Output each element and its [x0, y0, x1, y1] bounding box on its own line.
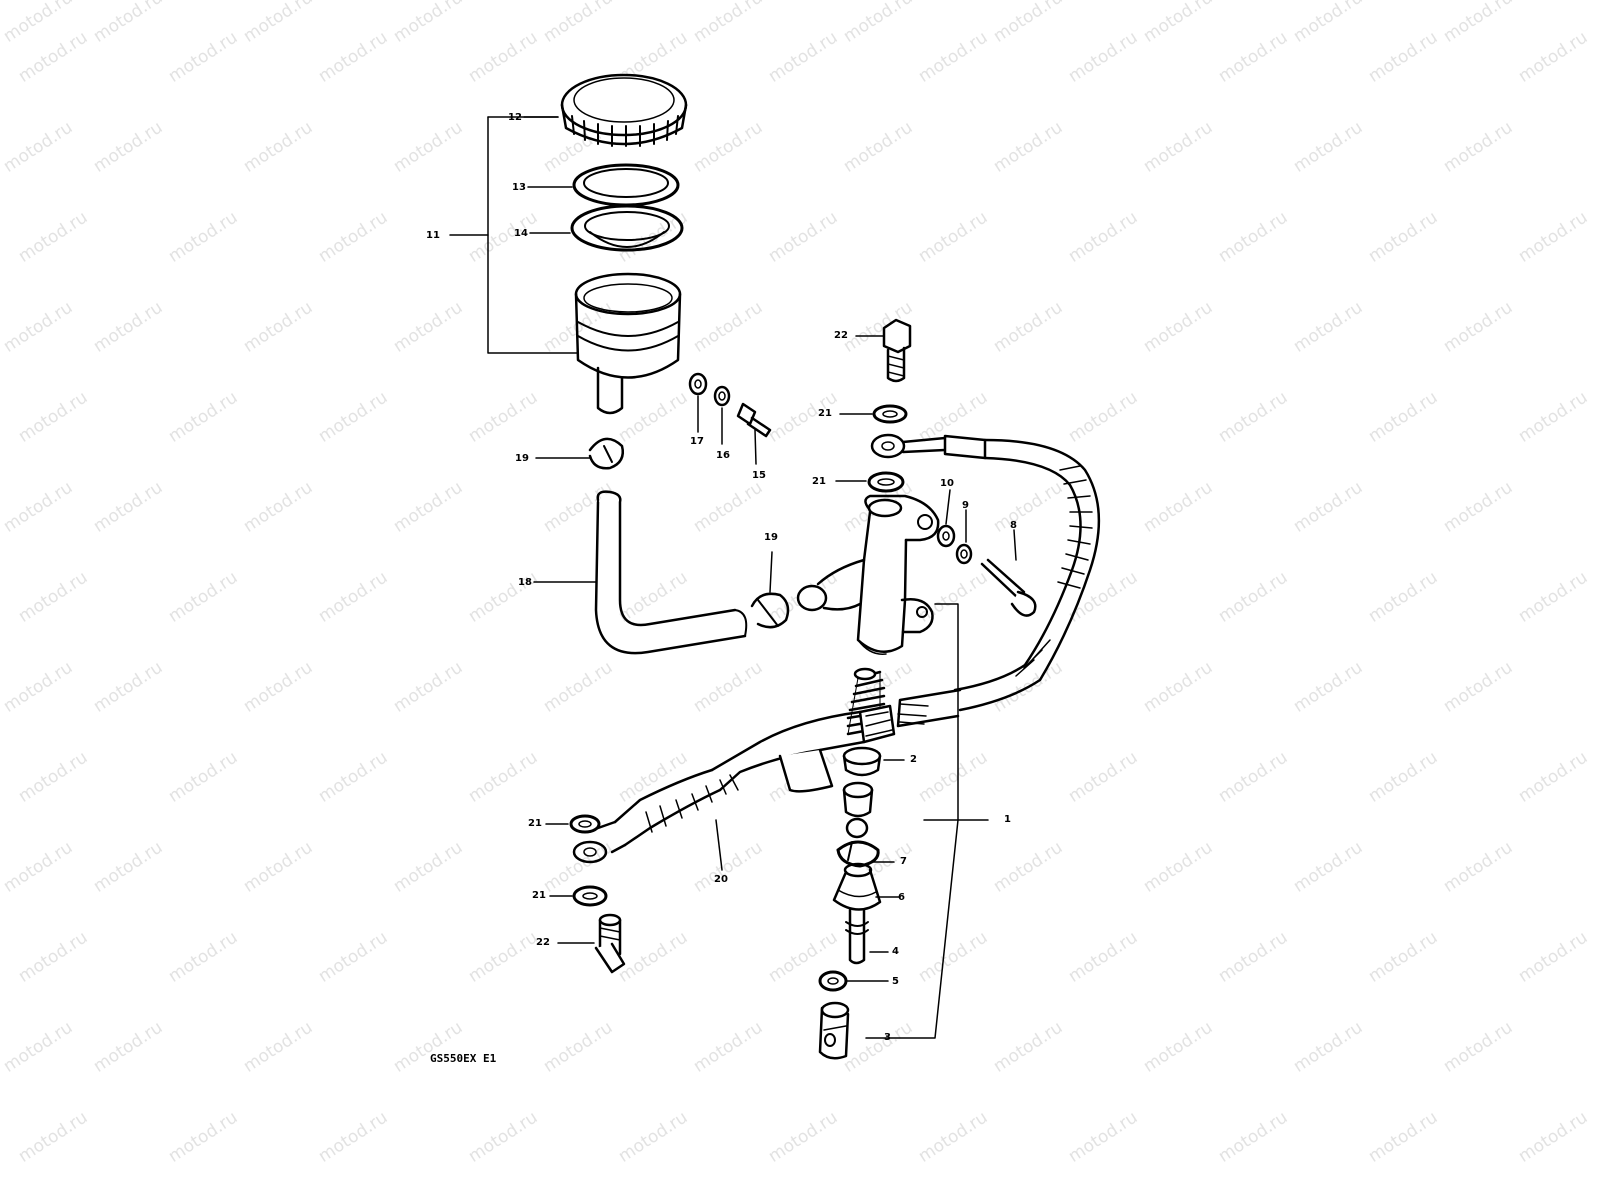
clevis — [818, 1001, 850, 1060]
callout-1: 1 — [1004, 814, 1011, 825]
callout-9: 9 — [962, 500, 969, 511]
diagram-code: GS550EX E1 — [430, 1052, 497, 1065]
callout-8: 8 — [1010, 520, 1017, 531]
callout-22-upper: 22 — [834, 330, 848, 341]
push-rod — [845, 908, 869, 965]
callout-18: 18 — [518, 577, 532, 588]
callout-21-d: 21 — [532, 890, 546, 901]
callout-2: 2 — [910, 754, 917, 765]
callout-19-lower: 19 — [764, 532, 778, 543]
piston-head — [845, 817, 869, 839]
copper-washer — [867, 471, 905, 493]
piston-cup — [842, 746, 882, 777]
callout-16: 16 — [716, 450, 730, 461]
circlip — [836, 840, 880, 868]
callout-7: 7 — [900, 856, 907, 867]
washers-and-screw — [688, 372, 772, 438]
diaphragm — [570, 204, 684, 252]
hose-clamp — [750, 592, 790, 629]
reservoir-hose — [594, 490, 748, 655]
boot — [832, 862, 882, 911]
callout-21-a: 21 — [818, 408, 832, 419]
washers-and-bolt — [936, 524, 1037, 617]
brake-hose-upper — [870, 433, 1101, 728]
callout-11: 11 — [426, 230, 440, 241]
callout-10: 10 — [940, 478, 954, 489]
callout-13: 13 — [512, 182, 526, 193]
callout-19-upper: 19 — [515, 453, 529, 464]
copper-washer — [569, 814, 601, 834]
callout-12: 12 — [508, 112, 522, 123]
master-cylinder-body — [796, 494, 940, 655]
brake-hose-lower — [596, 704, 896, 854]
piston — [842, 781, 874, 818]
leader-lines — [523, 116, 1017, 1039]
hose-clamp — [588, 437, 624, 470]
callout-21-c: 21 — [528, 818, 542, 829]
callout-5: 5 — [892, 976, 899, 987]
callout-15: 15 — [752, 470, 766, 481]
banjo-bolt — [594, 913, 626, 974]
callout-4: 4 — [892, 946, 899, 957]
lock-nut — [818, 970, 848, 992]
banjo-bolt — [882, 318, 912, 383]
callout-6: 6 — [898, 892, 905, 903]
reservoir-cap — [560, 73, 688, 147]
reservoir-body — [574, 272, 682, 415]
callout-3: 3 — [884, 1032, 891, 1043]
callout-20: 20 — [714, 874, 728, 885]
callout-14: 14 — [514, 228, 528, 239]
callout-21-b: 21 — [812, 476, 826, 487]
seal-ring — [572, 163, 680, 207]
callout-22-lower: 22 — [536, 937, 550, 948]
copper-washer — [572, 885, 608, 907]
callout-17: 17 — [690, 436, 704, 447]
banjo-fitting — [572, 840, 608, 864]
copper-washer — [872, 404, 908, 424]
